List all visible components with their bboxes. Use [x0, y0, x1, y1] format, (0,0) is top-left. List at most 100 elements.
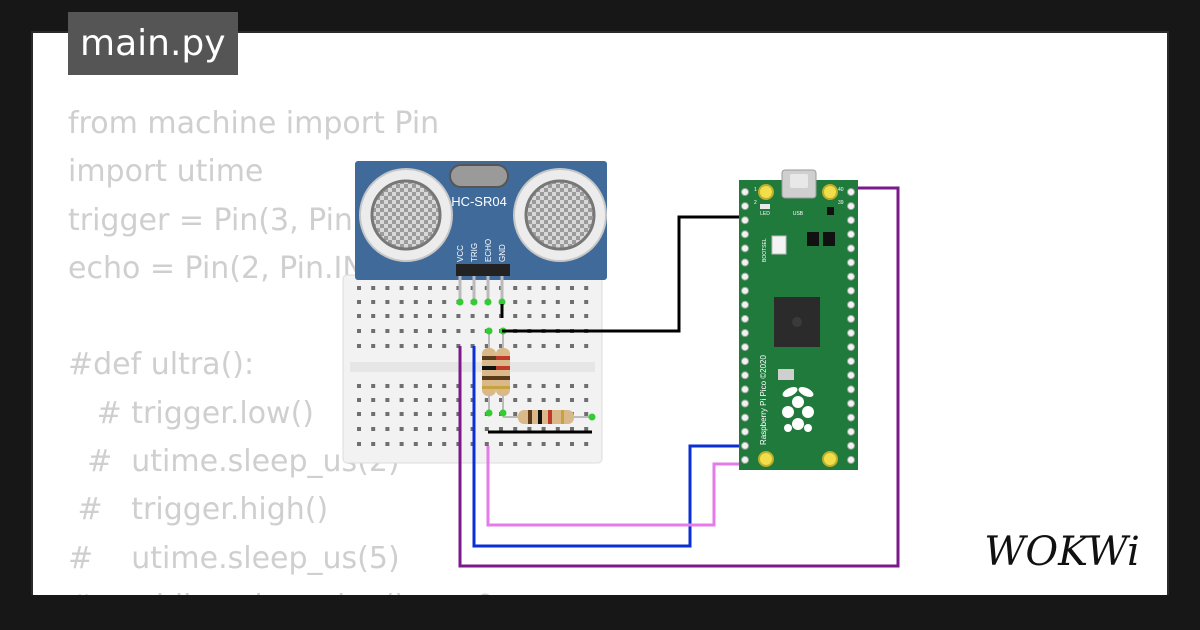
pico-pin[interactable]	[847, 329, 855, 337]
breadboard-hole	[527, 398, 532, 402]
pico-pin[interactable]	[847, 371, 855, 380]
pico-pin[interactable]	[741, 314, 749, 323]
breadboard-hole	[570, 384, 574, 388]
breadboard-hole	[456, 344, 461, 348]
pico-pin[interactable]	[741, 427, 749, 436]
breadboard-hole	[357, 427, 361, 431]
breadboard-hole	[527, 286, 532, 290]
breadboard-hole	[428, 329, 432, 333]
breadboard-hole	[570, 314, 574, 318]
pico-pin[interactable]	[741, 272, 749, 281]
pico-pin[interactable]	[741, 371, 749, 380]
mount-hole	[822, 451, 838, 467]
wire-black[interactable]	[502, 215, 748, 333]
pico-pin[interactable]	[847, 216, 855, 225]
crystal-oscillator	[449, 164, 509, 188]
pico-pin[interactable]	[847, 441, 855, 450]
pico-pin[interactable]	[847, 188, 855, 196]
pico-pin[interactable]	[847, 399, 855, 408]
pico-pin[interactable]	[741, 202, 749, 211]
bootsel-button[interactable]	[771, 235, 787, 255]
pico-pin[interactable]	[741, 413, 749, 422]
led-label: LED	[760, 211, 770, 217]
usb-label: USB	[793, 211, 804, 217]
pico-pin[interactable]	[741, 455, 749, 464]
breadboard-hole	[357, 442, 361, 446]
pico-pin[interactable]	[741, 230, 749, 239]
breadboard-hole	[399, 314, 404, 318]
breadboard-hole	[371, 314, 376, 318]
breadboard-hole	[385, 344, 390, 348]
breadboard-hole	[357, 329, 361, 333]
breadboard-hole	[399, 286, 404, 290]
breadboard-hole	[555, 314, 560, 318]
pico-pin[interactable]	[847, 202, 855, 211]
breadboard-hole	[399, 398, 404, 402]
transducer-right-mesh	[524, 179, 596, 251]
breadboard-hole	[413, 412, 418, 416]
pico-pin[interactable]	[847, 455, 855, 464]
resistor-vertical-1[interactable]	[482, 332, 496, 412]
pico-pin[interactable]	[847, 343, 855, 352]
pico-pin[interactable]	[847, 413, 855, 422]
breadboard-hole	[456, 384, 461, 388]
mount-hole	[822, 184, 838, 200]
pin-number-1: 1	[754, 187, 757, 193]
pico-pin[interactable]	[847, 385, 855, 394]
breadboard-hole	[541, 314, 546, 318]
breadboard-hole	[484, 427, 489, 431]
pico-pin[interactable]	[741, 286, 749, 295]
code-line: # utime.sleep_us(5)	[68, 540, 400, 576]
raspberry-pi-pico[interactable]: LED USB 1 2 40 39 BOOTSEL Raspberry Pi P…	[739, 169, 858, 470]
pico-pin[interactable]	[741, 244, 749, 253]
pico-pin[interactable]	[847, 300, 855, 309]
breadboard-hole	[570, 398, 574, 402]
breadboard-hole	[413, 384, 418, 388]
breadboard-hole	[513, 344, 518, 348]
wire-blue[interactable]	[472, 346, 748, 548]
pico-pin[interactable]	[847, 230, 855, 239]
pico-pin[interactable]	[741, 216, 749, 225]
file-tab-main-py[interactable]: main.py	[68, 12, 238, 75]
pico-pin[interactable]	[847, 258, 855, 267]
sensor-model-label: HC-SR04	[451, 194, 507, 209]
breadboard-hole	[555, 300, 560, 304]
breadboard-hole	[541, 398, 546, 402]
pico-pin[interactable]	[741, 329, 749, 337]
breadboard-hole	[555, 427, 560, 431]
hc-sr04-sensor[interactable]: HC-SR04 VCC TRIG ECHO GND	[355, 161, 607, 306]
breadboard-hole	[470, 314, 475, 318]
breadboard-hole	[555, 286, 560, 290]
wire-purple[interactable]	[458, 186, 900, 568]
pico-pin[interactable]	[847, 272, 855, 281]
pico-pin[interactable]	[741, 357, 749, 366]
pico-pin[interactable]	[847, 286, 855, 295]
pico-pin[interactable]	[847, 357, 855, 366]
pico-pin[interactable]	[741, 343, 749, 352]
breadboard-hole	[456, 427, 461, 431]
pico-pin[interactable]	[741, 441, 749, 450]
breadboard-hole	[357, 314, 361, 318]
pico-pin[interactable]	[741, 399, 749, 408]
breadboard-hole	[399, 300, 404, 304]
wire-pink[interactable]	[486, 446, 748, 527]
resistor-horizontal[interactable]	[503, 410, 592, 424]
breadboard-hole	[371, 384, 376, 388]
pico-pin[interactable]	[741, 385, 749, 394]
breadboard-hole	[513, 314, 518, 318]
pico-pin[interactable]	[847, 427, 855, 436]
pico-pin[interactable]	[741, 258, 749, 267]
pico-pin[interactable]	[741, 300, 749, 309]
pico-pin[interactable]	[741, 188, 749, 196]
code-editor[interactable]: from machine import Pin import utime tri…	[68, 100, 668, 595]
pico-board-label: Raspberry Pi Pico ©2020	[759, 355, 768, 445]
resistor-vertical-2[interactable]	[496, 332, 510, 412]
pico-pin[interactable]	[847, 314, 855, 323]
breadboard-hole	[399, 442, 404, 446]
pin-number-39: 39	[838, 200, 844, 206]
pico-pin[interactable]	[847, 244, 855, 253]
breadboard-hole	[413, 329, 418, 333]
breadboard-hole	[371, 427, 376, 431]
breadboard-hole	[499, 344, 503, 348]
